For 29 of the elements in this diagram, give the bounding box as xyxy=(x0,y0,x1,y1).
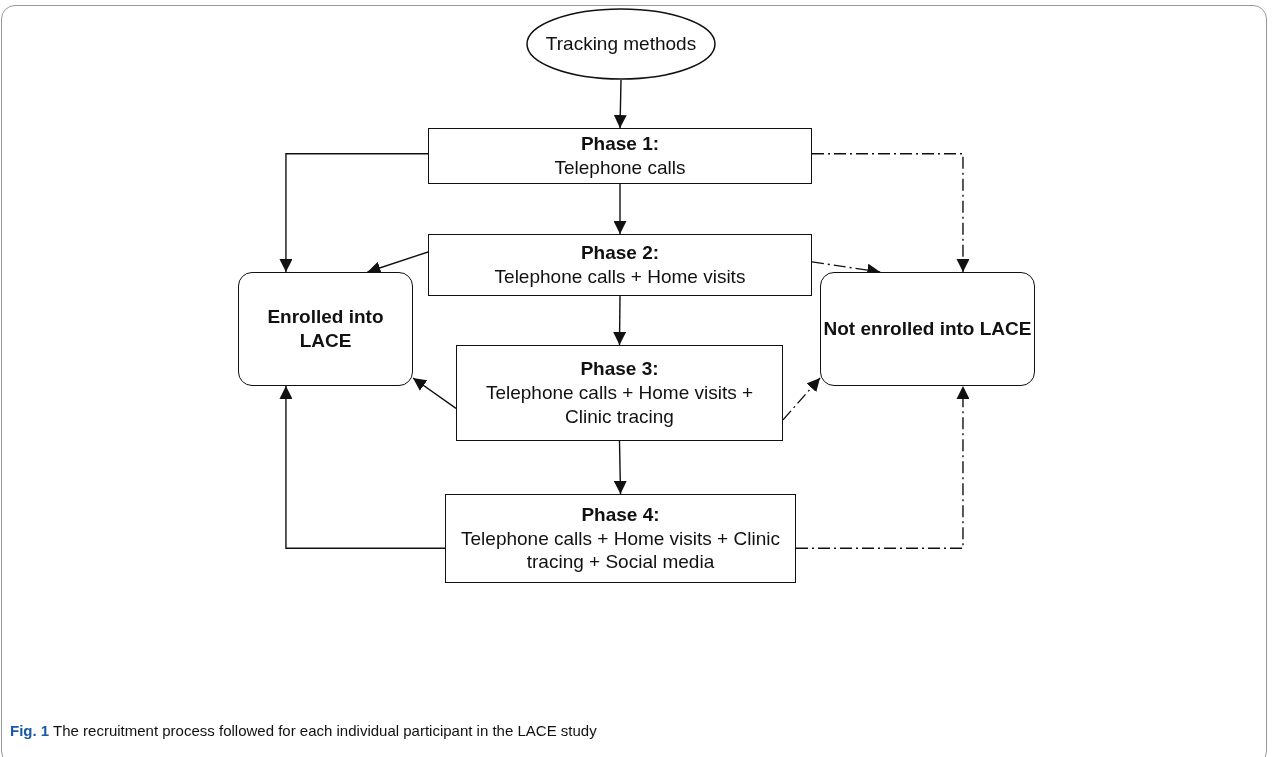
process-box xyxy=(456,345,783,441)
node-label: Not enrolled into LACE xyxy=(823,317,1032,341)
phase-methods: Telephone calls xyxy=(554,156,686,180)
phase-heading: Phase 1: xyxy=(580,132,660,156)
outcome-box xyxy=(238,272,413,386)
phase-methods: Telephone calls + Home visits + Clinic tracing xyxy=(484,381,755,429)
start-ellipse xyxy=(526,8,716,80)
phase-methods: Telephone calls + Home visits + Clinic tracing + Social media xyxy=(460,526,781,575)
phase-methods: Telephone calls + Home visits xyxy=(494,265,746,289)
node-label: Tracking methods xyxy=(545,32,697,56)
arrow xyxy=(782,377,821,421)
arrow xyxy=(795,385,970,549)
arrow xyxy=(613,79,627,129)
process-box xyxy=(445,494,796,583)
process-box xyxy=(428,128,812,184)
phase-heading: Phase 2: xyxy=(580,241,660,265)
arrow xyxy=(279,385,446,549)
arrow xyxy=(811,153,970,273)
node-label: Enrolled into LACE xyxy=(266,305,385,353)
arrow xyxy=(613,295,627,346)
figure-caption: Fig. 1 The recruitment process followed for each individual participant in the LACE study xyxy=(10,722,597,739)
arrow xyxy=(613,183,627,235)
arrow xyxy=(412,377,457,410)
phase-heading: Phase 4: xyxy=(581,502,660,527)
process-box xyxy=(428,234,812,296)
outcome-box xyxy=(820,272,1035,386)
arrow xyxy=(279,153,429,273)
arrow xyxy=(613,440,627,495)
phase-heading: Phase 3: xyxy=(580,357,659,382)
